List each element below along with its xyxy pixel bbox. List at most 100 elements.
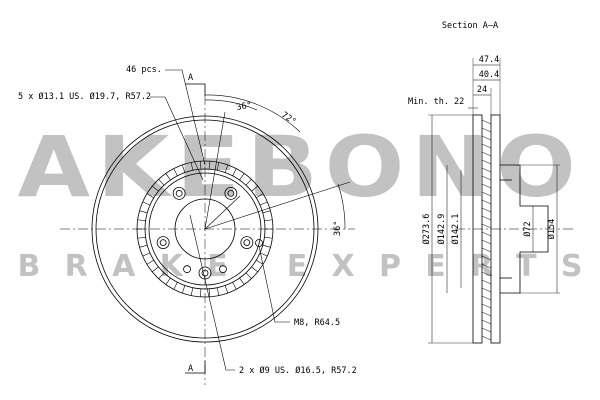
angle-arc-72 [204, 94, 301, 133]
tone-tooth [137, 219, 146, 222]
tone-tooth [239, 173, 245, 181]
tone-tooth [146, 259, 154, 265]
bolt-hole [159, 239, 167, 246]
radial-line-a [204, 111, 226, 230]
angle-arc-36 [204, 99, 258, 111]
tone-tooth [181, 285, 186, 294]
tone-tooth [224, 285, 229, 294]
disc-inner-edge [95, 119, 315, 339]
teeth-count-label: 46 pcs. [126, 65, 162, 75]
vane-line [481, 167, 492, 173]
tone-tooth [139, 244, 148, 248]
vane-line [481, 151, 492, 157]
bolt-hole [227, 190, 235, 197]
bolt-hole [240, 236, 254, 249]
tone-tooth [190, 162, 194, 171]
disc-front-view [60, 69, 355, 385]
vane-line [481, 223, 492, 229]
section-marker-bottom: A [188, 364, 193, 374]
labels: Section A–A 46 pcs. 5 x Ø13.1 US. Ø19.7,… [18, 21, 557, 376]
tone-tooth [190, 287, 194, 296]
tone-tooth [142, 252, 151, 257]
cooling-vanes [481, 119, 492, 341]
bolt-hole [156, 236, 170, 249]
tone-tooth [256, 193, 264, 199]
radial-line-b [204, 195, 241, 230]
thread-spec-label: M8, R64.5 [294, 318, 340, 328]
section-line-bottom [185, 361, 206, 374]
disc-outer-edge [91, 115, 319, 343]
vane-line [481, 303, 492, 309]
vane-line [481, 175, 492, 181]
tone-tooth [264, 236, 273, 239]
leader-hole [189, 214, 235, 371]
tone-tooth [239, 277, 245, 285]
vane-line [481, 319, 492, 325]
tone-tooth [216, 162, 220, 171]
location-hole [219, 265, 227, 274]
tone-tooth [152, 266, 159, 273]
vane-line [481, 207, 492, 213]
tone-tooth [181, 164, 186, 173]
tone-tooth [259, 201, 268, 206]
vane-line [481, 183, 492, 189]
min-thickness-label: Min. th. 22 [408, 97, 464, 107]
tone-tooth [245, 179, 252, 186]
vane-line [481, 311, 492, 317]
location-hole [183, 265, 191, 274]
vane-line [481, 263, 492, 269]
tone-tooth [245, 272, 252, 279]
tone-tooth [158, 179, 165, 186]
tone-tooth [264, 219, 273, 222]
tone-tooth [146, 193, 154, 199]
bolt-hole [224, 187, 238, 200]
dim-outer-dia: Ø273.6 [421, 214, 432, 245]
hole-spec-label: 2 x Ø9 US. Ø16.5, R57.2 [239, 365, 357, 376]
vane-line [481, 119, 492, 125]
section-view [428, 58, 575, 344]
tone-tooth [216, 287, 220, 296]
dim-hat-dia: Ø142.9 [436, 214, 447, 245]
tone-tooth [173, 282, 178, 290]
radial-line-c [204, 181, 351, 230]
angle-arc-side [337, 183, 346, 230]
vane-line [481, 287, 492, 293]
vane-line [481, 231, 492, 237]
vane-line [481, 335, 492, 341]
tone-tooth [232, 168, 237, 176]
vane-line [481, 127, 492, 133]
tone-tooth [251, 266, 258, 273]
tone-ring-teeth [137, 161, 273, 297]
vane-line [481, 191, 492, 197]
tone-tooth [251, 185, 258, 192]
dim-flange-dia: Ø154 [546, 219, 557, 239]
leader-thread [258, 245, 290, 323]
watermark-tagline: BRAKE EXPERTS [18, 249, 583, 284]
tone-tooth [139, 210, 148, 214]
hub-bore [174, 198, 236, 260]
bolt-hole [175, 190, 183, 197]
tone-tooth [232, 282, 237, 290]
dim-hub-dia: Ø142.1 [450, 214, 461, 245]
tone-tooth [158, 272, 165, 279]
tone-tooth [256, 259, 264, 265]
vane-line [481, 199, 492, 205]
section-line-top [185, 83, 206, 96]
angle-label-36: 36° [236, 100, 253, 113]
vane-line [481, 295, 492, 301]
tone-tooth [262, 244, 271, 248]
bolt-spec-label: 5 x Ø13.1 US. Ø19.7, R57.2 [18, 91, 151, 102]
section-marker-top: A [188, 73, 193, 83]
tone-tooth [152, 185, 159, 192]
vane-line [481, 143, 492, 149]
tone-tooth [224, 164, 229, 173]
tone-tooth [173, 168, 178, 176]
leader-bolt [150, 96, 204, 181]
vane-line [481, 135, 492, 141]
tone-tooth [208, 288, 210, 297]
tone-tooth [200, 161, 202, 170]
vane-line [481, 215, 492, 221]
tone-tooth [142, 201, 151, 206]
tone-tooth [200, 288, 202, 297]
